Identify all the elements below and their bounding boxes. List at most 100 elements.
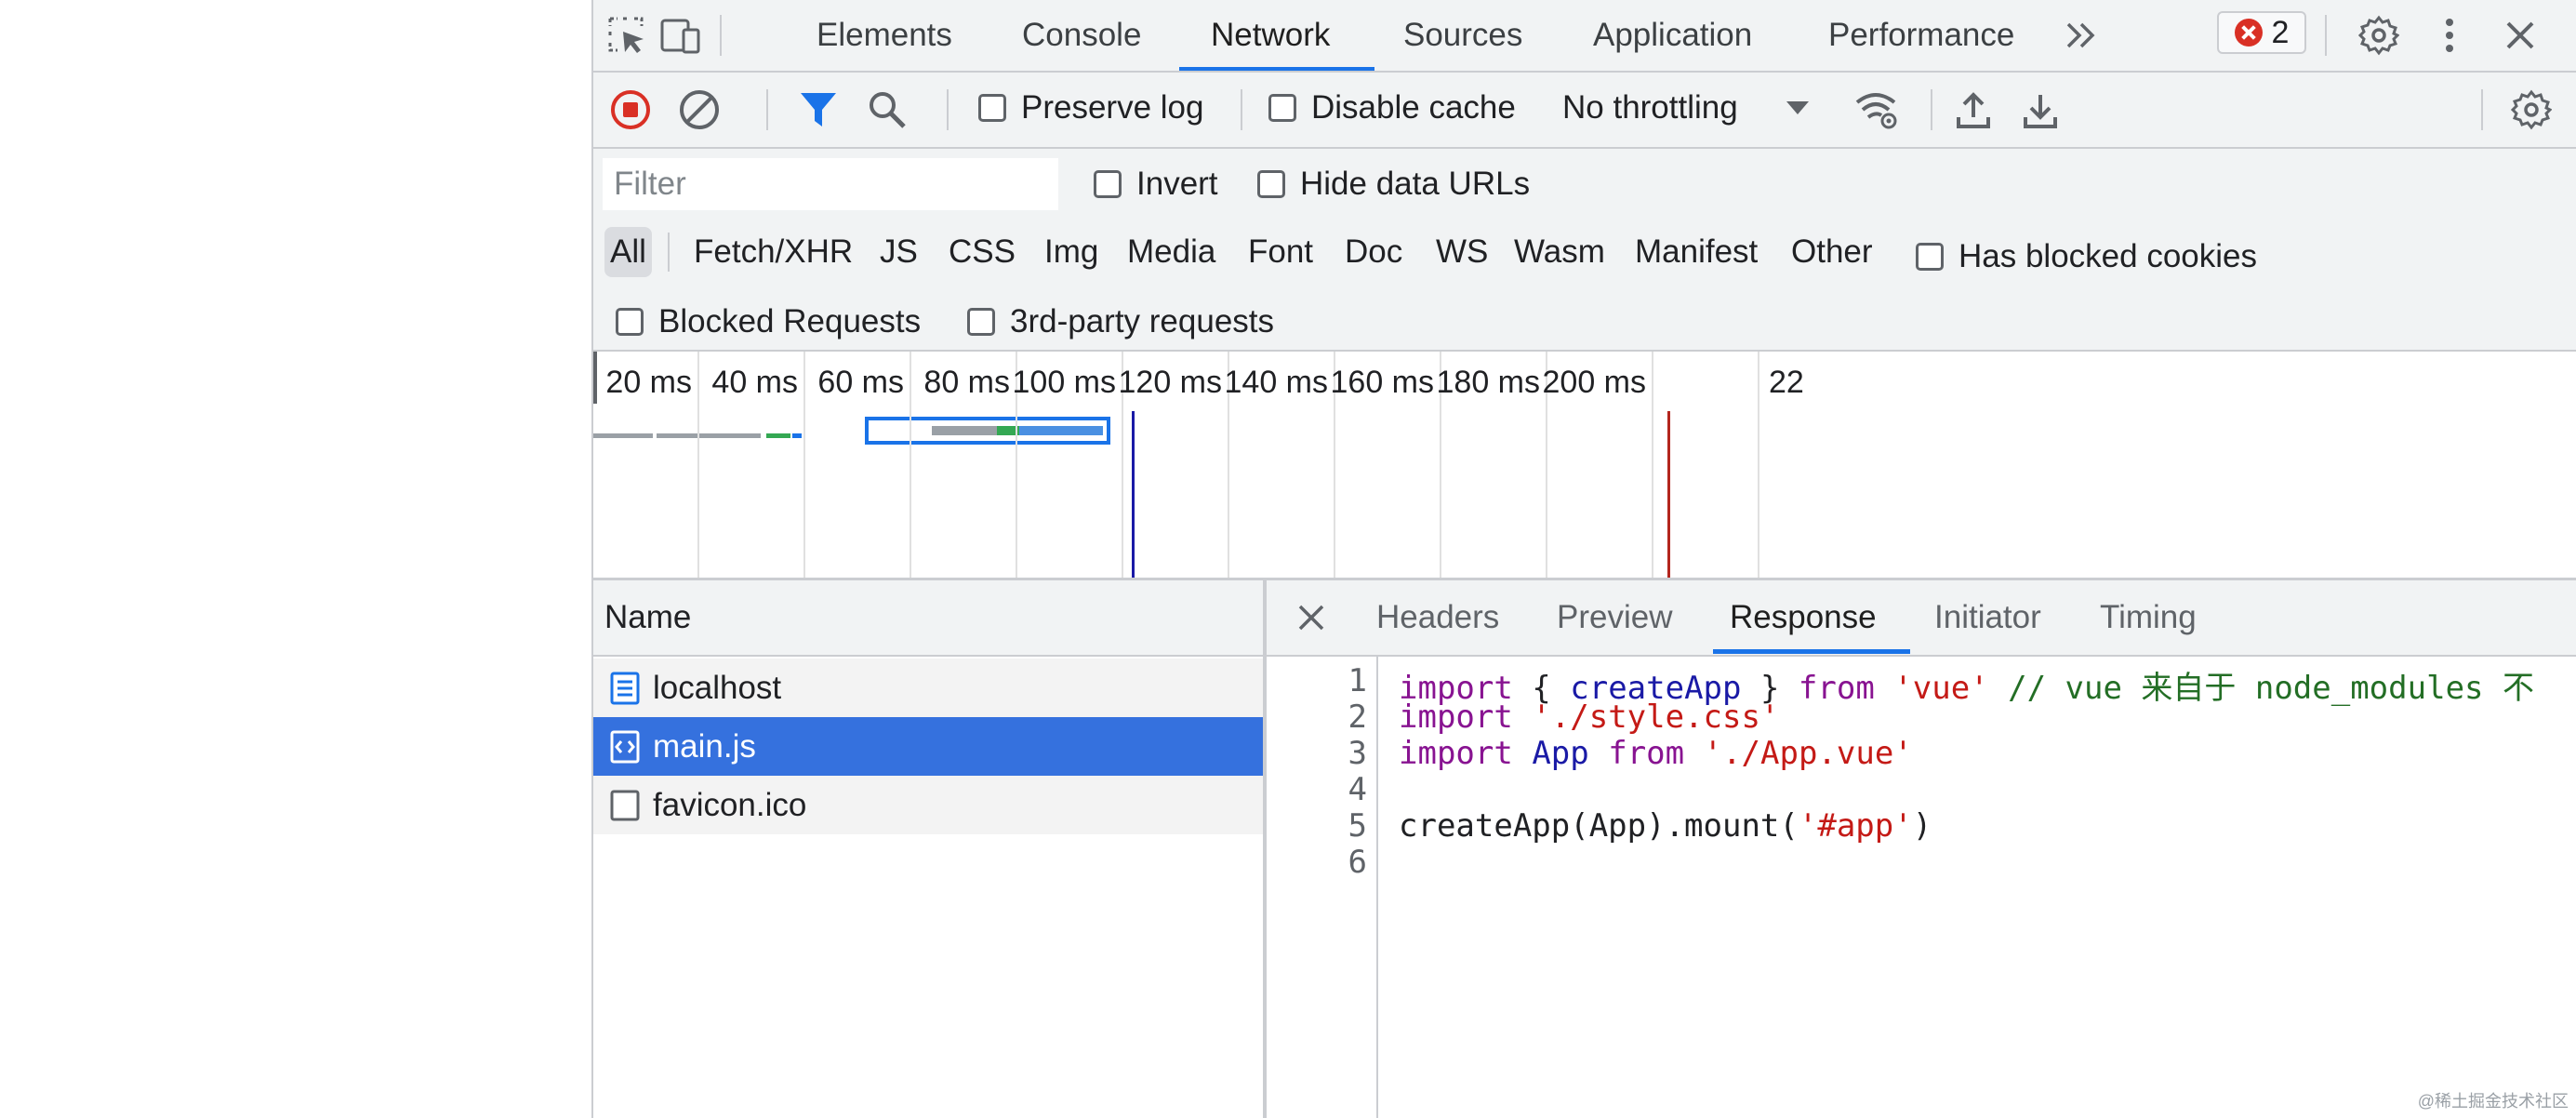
line-number: 2 — [1348, 699, 1367, 736]
hide-data-urls-box[interactable] — [1257, 170, 1285, 198]
throttling-value: No throttling — [1562, 89, 1738, 126]
search-icon[interactable] — [863, 86, 911, 134]
blocked-requests-checkbox[interactable]: Blocked Requests — [616, 303, 921, 340]
invert-box[interactable] — [1094, 170, 1122, 198]
settings-gear-icon[interactable] — [2355, 11, 2403, 60]
string-literal: 'vue' — [1893, 670, 1989, 707]
code-line-3: import App from './App.vue' — [1399, 735, 1913, 772]
type-filter-wasm[interactable]: Wasm — [1514, 233, 1605, 270]
export-har-download-icon[interactable] — [2016, 86, 2065, 134]
more-tabs-chevron-icon[interactable] — [2057, 11, 2105, 60]
third-party-requests-checkbox[interactable]: 3rd-party requests — [967, 303, 1274, 340]
punct: { — [1512, 670, 1571, 707]
overview-grid-line — [1546, 352, 1547, 578]
overview-grid-line — [697, 352, 699, 578]
network-conditions-wifi-icon[interactable] — [1852, 86, 1901, 134]
identifier: createApp — [1570, 670, 1742, 707]
throttling-select[interactable]: No throttling — [1562, 89, 1811, 126]
tab-network[interactable]: Network — [1211, 17, 1331, 53]
tab-sources[interactable]: Sources — [1403, 17, 1523, 53]
generic-file-icon — [610, 789, 640, 822]
tab-response[interactable]: Response — [1730, 599, 1877, 635]
clear-icon[interactable] — [675, 86, 724, 134]
request-row-favicon[interactable]: favicon.ico — [593, 776, 1263, 834]
main-tab-bar: Elements Console Network Sources Applica… — [593, 0, 2576, 73]
type-filter-img[interactable]: Img — [1044, 233, 1099, 270]
has-blocked-cookies-box[interactable] — [1916, 243, 1944, 271]
record-stop-icon[interactable] — [606, 86, 655, 134]
line-number: 6 — [1348, 844, 1367, 881]
third-party-requests-box[interactable] — [967, 308, 995, 336]
blocked-requests-label: Blocked Requests — [658, 303, 922, 339]
tab-application[interactable]: Application — [1593, 17, 1753, 53]
type-filter-fetch-xhr[interactable]: Fetch/XHR — [694, 233, 854, 270]
third-party-requests-label: 3rd-party requests — [1010, 303, 1275, 339]
tab-performance[interactable]: Performance — [1828, 17, 2015, 53]
request-row-main-js[interactable]: main.js — [593, 717, 1263, 776]
overview-grid-line — [1334, 352, 1335, 578]
hide-data-urls-checkbox[interactable]: Hide data URLs — [1257, 166, 1530, 203]
type-filter-other[interactable]: Other — [1791, 233, 1873, 270]
hide-data-urls-label: Hide data URLs — [1300, 166, 1531, 202]
preserve-log-checkbox[interactable]: Preserve log — [978, 89, 1203, 126]
tab-headers[interactable]: Headers — [1376, 599, 1500, 635]
import-har-upload-icon[interactable] — [1949, 86, 1998, 134]
line-number: 5 — [1348, 807, 1367, 845]
overview-tick-label: 80 ms — [923, 365, 1010, 400]
keyword: import — [1399, 670, 1513, 707]
tab-initiator[interactable]: Initiator — [1934, 599, 2041, 635]
line-number-gutter: 1 2 3 4 5 6 — [1267, 657, 1378, 1118]
error-count-badge[interactable]: 2 — [2217, 11, 2306, 54]
device-toolbar-icon[interactable] — [657, 11, 705, 60]
overview-tick-label: 120 ms — [1118, 365, 1223, 400]
invert-checkbox[interactable]: Invert — [1094, 166, 1218, 203]
overview-grid-line — [1228, 352, 1229, 578]
blocked-requests-box[interactable] — [616, 308, 644, 336]
disable-cache-checkbox[interactable]: Disable cache — [1268, 89, 1516, 126]
keyword: import — [1399, 735, 1513, 772]
close-devtools-icon[interactable] — [2496, 11, 2544, 60]
waterfall-bar-localhost-queue — [593, 433, 653, 438]
preserve-log-box[interactable] — [978, 94, 1006, 122]
type-filter-manifest[interactable]: Manifest — [1635, 233, 1759, 270]
more-options-icon[interactable] — [2425, 11, 2474, 60]
type-filter-css[interactable]: CSS — [949, 233, 1016, 270]
close-details-icon[interactable] — [1291, 597, 1332, 638]
waterfall-bar-main-js[interactable] — [865, 417, 1110, 445]
tab-preview[interactable]: Preview — [1557, 599, 1673, 635]
filter-funnel-icon[interactable] — [794, 86, 843, 134]
tab-timing[interactable]: Timing — [2100, 599, 2197, 635]
overview-window-handle[interactable] — [593, 352, 597, 404]
dom-content-loaded-marker — [1132, 411, 1135, 578]
keyword: from — [1798, 670, 1875, 707]
watermark: @稀土掘金技术社区 — [2417, 1092, 2569, 1111]
code-line-2: import './style.css' — [1399, 699, 1779, 736]
document-file-icon — [610, 672, 640, 705]
network-settings-gear-icon[interactable] — [2507, 86, 2556, 134]
response-code-viewer[interactable]: 1 2 3 4 5 6 import { createApp } from 'v… — [1267, 657, 2576, 1118]
overview-grid-line — [1652, 352, 1653, 578]
disable-cache-box[interactable] — [1268, 94, 1296, 122]
string-literal: './App.vue' — [1703, 735, 1913, 772]
type-filter-font[interactable]: Font — [1248, 233, 1314, 270]
type-filter-media[interactable]: Media — [1127, 233, 1216, 270]
tab-elements[interactable]: Elements — [817, 17, 952, 53]
name-column-header[interactable]: Name — [593, 580, 1263, 657]
request-details-panel: Headers Preview Response Initiator Timin… — [1267, 580, 2576, 1118]
type-filter-all[interactable]: All — [604, 227, 652, 277]
request-row-localhost[interactable]: localhost — [593, 659, 1263, 717]
filter-input[interactable] — [603, 158, 1058, 210]
type-filter-js[interactable]: JS — [880, 233, 918, 270]
overview-tick-label: 40 ms — [711, 365, 798, 400]
type-filter-doc[interactable]: Doc — [1345, 233, 1403, 270]
select-element-icon[interactable] — [603, 11, 651, 60]
has-blocked-cookies-checkbox[interactable]: Has blocked cookies — [1916, 238, 2257, 275]
type-filter-ws[interactable]: WS — [1436, 233, 1489, 270]
request-name: main.js — [653, 727, 756, 765]
keyword: import — [1399, 699, 1513, 736]
waterfall-bar-localhost-tail — [792, 433, 802, 438]
tab-console[interactable]: Console — [1022, 17, 1142, 53]
overview-tick-label: 180 ms — [1436, 365, 1541, 400]
line-number: 1 — [1348, 662, 1367, 699]
